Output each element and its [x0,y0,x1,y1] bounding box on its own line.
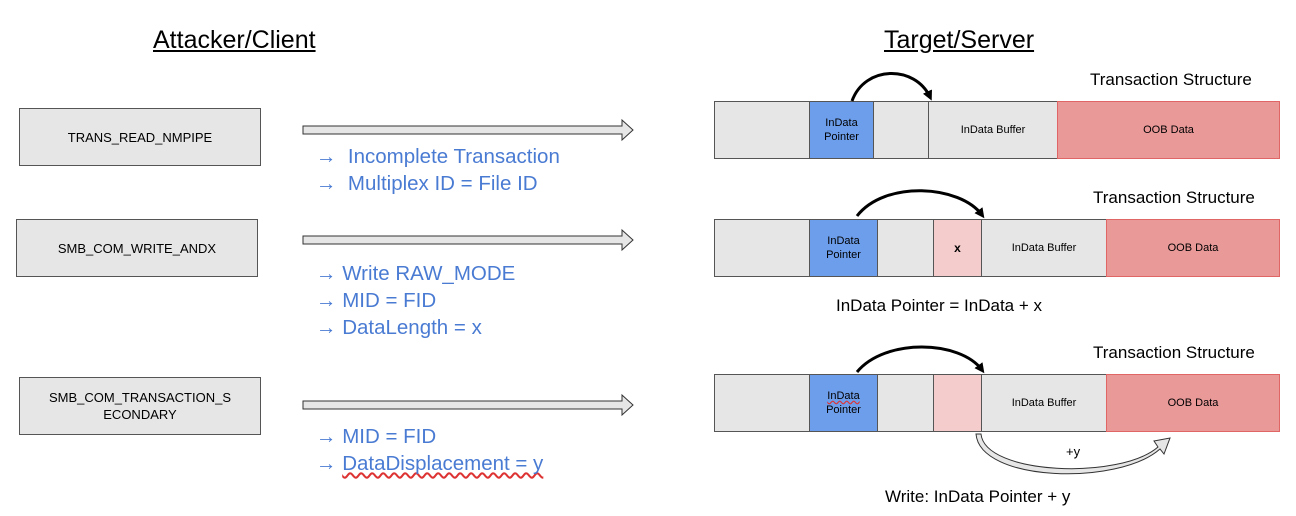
note-line: → MID = FID [316,289,437,312]
displacement-arrow [975,433,1171,475]
structure-segment [714,219,810,277]
arrow-right-icon: → [316,316,337,339]
pointer-curve-arrow-2 [855,189,985,219]
indata-buffer-field: InData Buffer [981,374,1107,432]
request-arrow-2 [302,228,634,252]
command-box-trans-read-nmpipe: TRANS_READ_NMPIPE [19,108,261,166]
arrow-right-icon: → [316,425,337,448]
structure-segment [877,219,934,277]
request-arrow-1 [302,118,634,142]
note-line: → DataLength = x [316,316,482,339]
transaction-structure-label-3: Transaction Structure [1093,343,1255,362]
arrow-right-icon: → [316,172,337,195]
command-label-line2: ECONDARY [103,407,177,422]
command-box-smb-com-transaction-secondary: SMB_COM_TRANSACTION_S ECONDARY [19,377,261,435]
transaction-structure-label-2: Transaction Structure [1093,188,1255,207]
arrow-right-icon: → [316,452,337,475]
pointer-formula: InData Pointer = InData + x [836,296,1043,315]
note-line: → MID = FID [316,425,437,448]
x-offset-field: x [933,219,982,277]
indata-buffer-field: InData Buffer [981,219,1107,277]
note-line: → Write RAW_MODE [316,262,516,285]
structure-segment [873,101,929,159]
notes-smb-com-transaction-secondary: → MID = FID → DataDisplacement = y [316,423,543,477]
write-formula: Write: InData Pointer + y [885,487,1071,506]
y-offset-field [933,374,982,432]
note-line: → DataDisplacement = y [316,452,544,475]
oob-data-field: OOB Data [1057,101,1280,159]
command-label: SMB_COM_WRITE_ANDX [57,240,217,256]
oob-data-field: OOB Data [1106,219,1280,277]
arrow-right-icon: → [316,289,337,312]
structure-segment [877,374,934,432]
target-server-heading: Target/Server [884,26,1035,54]
command-label: TRANS_READ_NMPIPE [67,129,213,145]
notes-trans-read-nmpipe: → Incomplete Transaction → Multiplex ID … [316,143,560,197]
pointer-curve-arrow-1 [850,72,932,102]
pointer-curve-arrow-3 [855,345,985,374]
oob-data-field: OOB Data [1106,374,1280,432]
note-line: → Multiplex ID = File ID [316,172,538,195]
arrow-right-icon: → [316,262,337,285]
arrow-right-icon: → [316,145,337,168]
command-box-smb-com-write-andx: SMB_COM_WRITE_ANDX [16,219,258,277]
plus-y-label: +y [1066,444,1081,459]
notes-smb-com-write-andx: → Write RAW_MODE → MID = FID → DataLengt… [316,260,515,341]
transaction-structure-label-1: Transaction Structure [1090,70,1252,89]
structure-segment [714,374,810,432]
command-label-line1: SMB_COM_TRANSACTION_S [48,390,232,405]
note-line: → Incomplete Transaction [316,145,560,168]
attacker-client-heading: Attacker/Client [153,26,316,54]
indata-buffer-field: InData Buffer [928,101,1058,159]
request-arrow-3 [302,393,634,417]
